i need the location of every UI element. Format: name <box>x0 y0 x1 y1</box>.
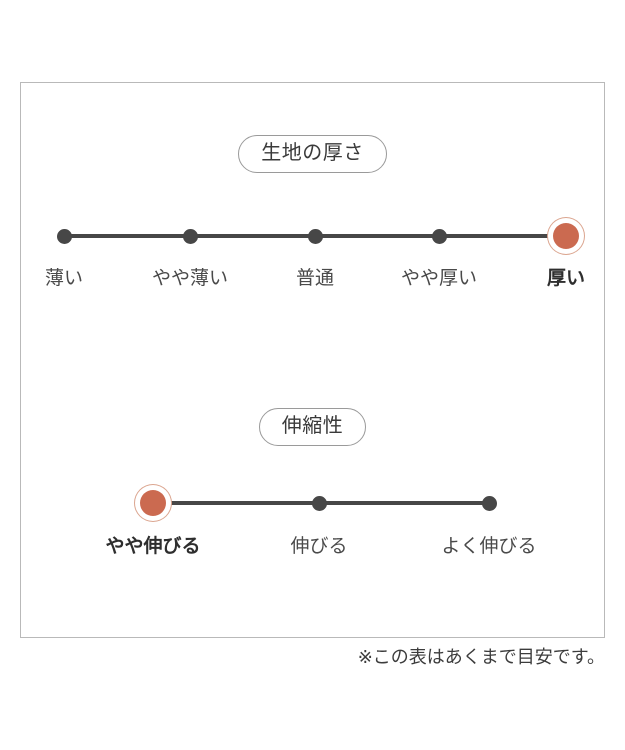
tick-label: 伸びる <box>290 536 348 557</box>
badge-fabric-thickness: 生地の厚さ <box>238 135 387 173</box>
tick-label: 普通 <box>295 268 335 289</box>
scale-dot <box>431 228 447 244</box>
tick-label: やや伸びる <box>105 536 201 557</box>
scale-stretchiness <box>21 483 604 523</box>
footnote-disclaimer: ※この表はあくまで目安です。 <box>357 647 605 667</box>
tick-labels-fabric-thickness: 薄い やや薄い 普通 やや厚い 厚い <box>21 265 604 295</box>
section-stretch-badge-row: 伸縮性 <box>21 408 604 446</box>
tick-label: よく伸びる <box>441 536 537 557</box>
tick-label: やや厚い <box>400 268 478 289</box>
tick-labels-stretchiness: やや伸びる 伸びる よく伸びる <box>21 533 604 563</box>
scale-dot-active <box>140 490 166 516</box>
tick-label: 薄い <box>44 268 84 289</box>
tick-label: やや薄い <box>151 268 229 289</box>
badge-stretchiness: 伸縮性 <box>258 408 367 446</box>
scale-dot <box>481 495 497 511</box>
scale-dot <box>56 228 72 244</box>
scale-fabric-thickness <box>21 216 604 256</box>
tick-label: 厚い <box>546 268 586 289</box>
scale-dot <box>311 495 327 511</box>
scale-dot <box>307 228 323 244</box>
scale-dot-active <box>553 223 579 249</box>
spec-frame: 生地の厚さ 薄い やや薄い 普通 やや厚い 厚い 伸縮性 やや伸びる 伸びる よく伸びる <box>20 82 605 638</box>
section-thickness-badge-row: 生地の厚さ <box>21 135 604 173</box>
scale-dot <box>182 228 198 244</box>
